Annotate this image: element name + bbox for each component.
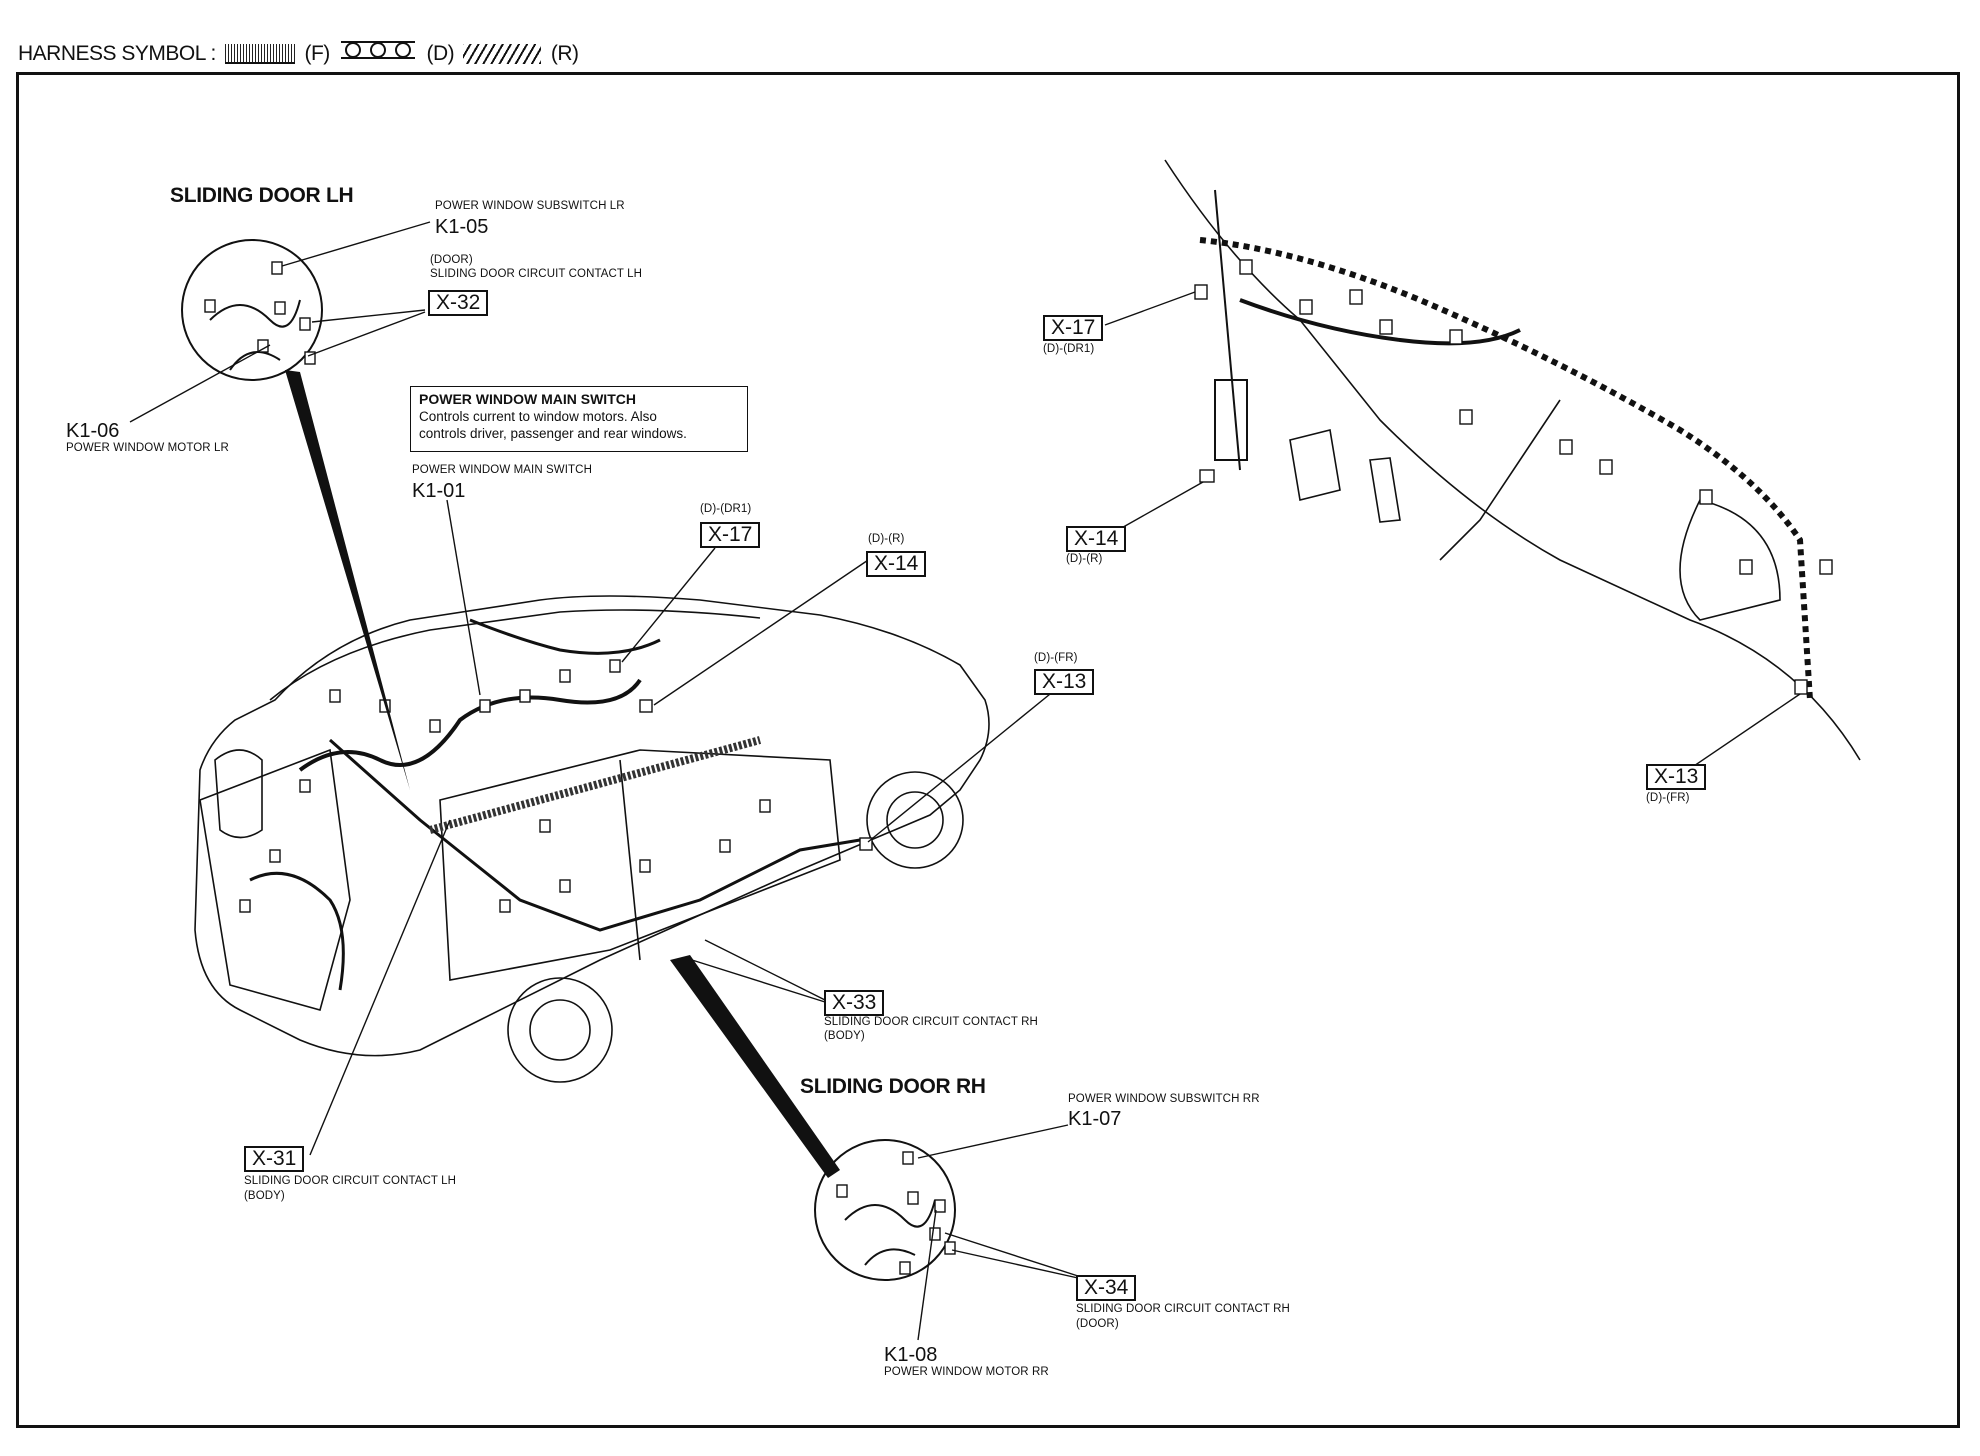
harness-symbol-f-swatch bbox=[225, 44, 296, 65]
note-heading: POWER WINDOW MAIN SWITCH bbox=[419, 391, 636, 407]
x-13-car-sub: (D)-(FR) bbox=[1034, 652, 1078, 664]
x-17-dash-sub: (D)-(DR1) bbox=[1043, 343, 1095, 355]
rh-detail-pointer-wedge bbox=[670, 955, 840, 1178]
van-rear-window bbox=[214, 749, 263, 839]
k1-01-description: POWER WINDOW MAIN SWITCH bbox=[412, 464, 592, 476]
pedal-brake bbox=[1289, 429, 1341, 501]
k1-08-description: POWER WINDOW MOTOR RR bbox=[884, 1366, 1049, 1378]
legend-label: HARNESS SYMBOL : bbox=[18, 42, 216, 66]
van-sliding-door-edge bbox=[619, 759, 641, 961]
x-31-location: (BODY) bbox=[244, 1190, 285, 1202]
x-17-dash-connector-label: X-17 bbox=[1043, 315, 1104, 341]
x-34-description: SLIDING DOOR CIRCUIT CONTACT RH bbox=[1076, 1303, 1290, 1315]
k1-06-label: K1-06 bbox=[66, 420, 120, 442]
x-14-dash-sub: (D)-(R) bbox=[1066, 553, 1103, 565]
x-13-dash-sub: (D)-(FR) bbox=[1646, 792, 1690, 804]
note-line-1: Controls current to window motors. Also bbox=[419, 409, 657, 424]
power-window-main-switch-note: POWER WINDOW MAIN SWITCH Controls curren… bbox=[410, 386, 748, 452]
x-32-description: SLIDING DOOR CIRCUIT CONTACT LH bbox=[430, 268, 643, 280]
legend-d-label: (D) bbox=[426, 42, 455, 66]
x-33-description: SLIDING DOOR CIRCUIT CONTACT RH bbox=[824, 1016, 1038, 1028]
k1-07-description: POWER WINDOW SUBSWITCH RR bbox=[1068, 1093, 1260, 1105]
van-rear-wheel bbox=[507, 977, 613, 1083]
harness-symbol-r-swatch bbox=[463, 44, 542, 65]
x-13-car-connector-label: X-13 bbox=[1034, 669, 1095, 695]
x-14-dash-connector-label: X-14 bbox=[1066, 526, 1127, 552]
x-13-dash-connector-label: X-13 bbox=[1646, 764, 1707, 790]
k1-06-description: POWER WINDOW MOTOR LR bbox=[66, 442, 229, 454]
k1-01-label: K1-01 bbox=[412, 480, 466, 502]
harness-symbol-d-swatch bbox=[341, 41, 416, 59]
k1-05-description: POWER WINDOW SUBSWITCH LR bbox=[435, 200, 625, 212]
sliding-door-lh-title: SLIDING DOOR LH bbox=[170, 184, 354, 207]
x-34-location: (DOOR) bbox=[1076, 1318, 1119, 1330]
sliding-door-rh-title: SLIDING DOOR RH bbox=[800, 1075, 986, 1098]
x-14-car-sub: (D)-(R) bbox=[868, 533, 905, 545]
van-side-window-frame bbox=[439, 749, 841, 981]
k1-07-label: K1-07 bbox=[1068, 1108, 1122, 1130]
x-33-location: (BODY) bbox=[824, 1030, 865, 1042]
harness-symbol-legend: HARNESS SYMBOL : (F) (D) (R) bbox=[18, 40, 579, 66]
x-32-location: (DOOR) bbox=[430, 254, 473, 266]
van-rear-hatch bbox=[199, 748, 351, 1011]
dashboard-outline bbox=[1164, 159, 1861, 761]
sliding-door-lh-detail-circle bbox=[181, 239, 323, 381]
van-roof-line bbox=[269, 609, 761, 701]
x-33-connector-label: X-33 bbox=[824, 990, 885, 1016]
k1-08-label: K1-08 bbox=[884, 1344, 938, 1366]
x-31-description: SLIDING DOOR CIRCUIT CONTACT LH bbox=[244, 1175, 457, 1187]
x-32-connector-label: X-32 bbox=[428, 290, 489, 316]
steering-column bbox=[1439, 399, 1561, 561]
diagram-frame bbox=[16, 72, 1960, 1428]
pedal-accel bbox=[1369, 457, 1401, 523]
x-14-car-connector-label: X-14 bbox=[866, 551, 927, 577]
lh-detail-pointer-wedge bbox=[285, 370, 410, 790]
van-body-outline bbox=[194, 595, 990, 1057]
junction-block bbox=[1214, 379, 1248, 461]
van-front-wheel bbox=[866, 771, 964, 869]
sliding-door-rh-detail-circle bbox=[814, 1139, 956, 1281]
glove-box bbox=[1679, 499, 1781, 621]
x-17-car-connector-label: X-17 bbox=[700, 522, 761, 548]
note-line-2: controls driver, passenger and rear wind… bbox=[419, 426, 687, 441]
k1-05-label: K1-05 bbox=[435, 216, 489, 238]
x-31-connector-label: X-31 bbox=[244, 1146, 305, 1172]
legend-r-label: (R) bbox=[550, 42, 579, 66]
x-34-connector-label: X-34 bbox=[1076, 1275, 1137, 1301]
legend-f-label: (F) bbox=[304, 42, 330, 66]
x-17-car-sub: (D)-(DR1) bbox=[700, 503, 752, 515]
